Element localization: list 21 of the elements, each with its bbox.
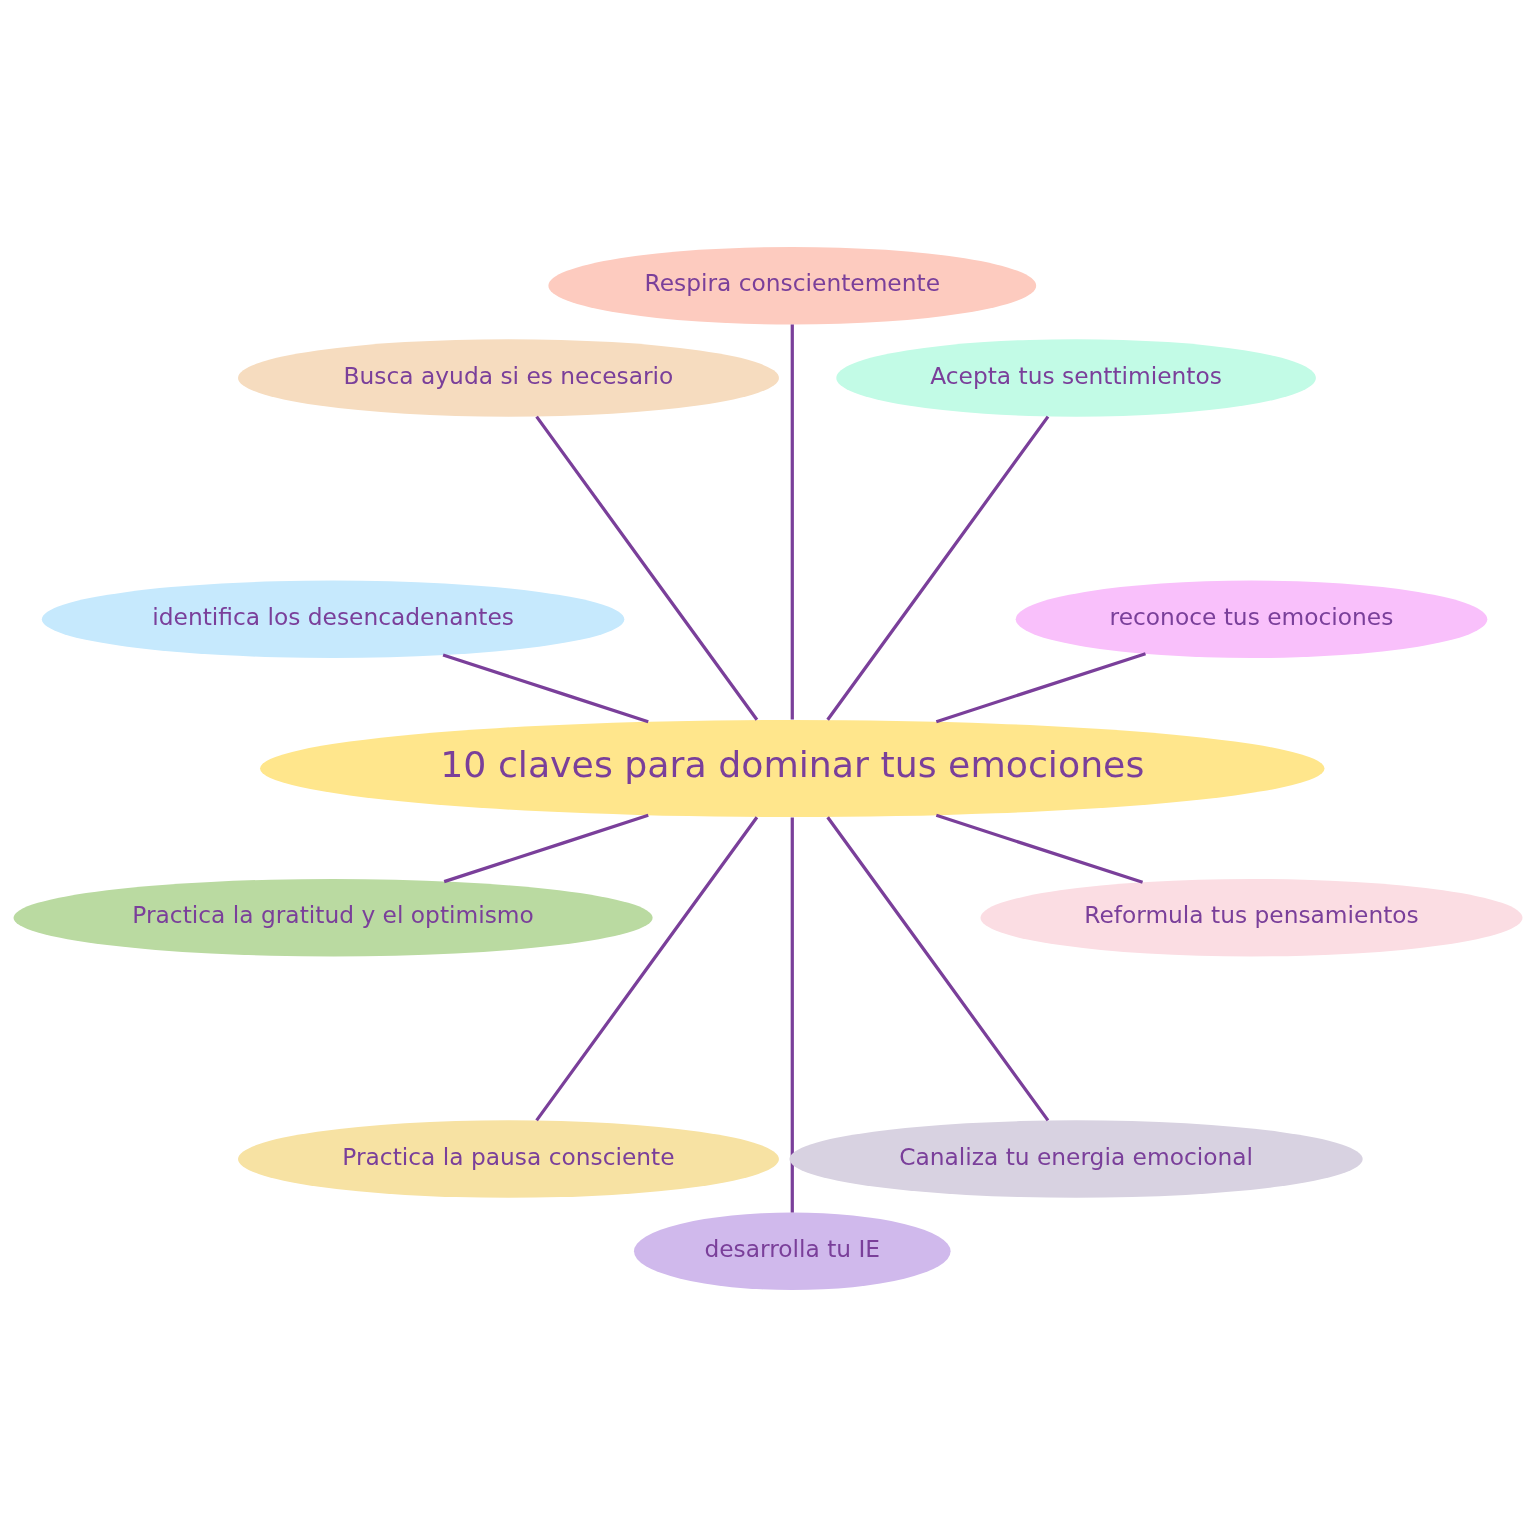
connector — [535, 815, 759, 1121]
node-ellipse: Canaliza tu energia emocional — [789, 1119, 1363, 1198]
node-ellipse: desarrolla tu IE — [633, 1212, 951, 1290]
connector — [826, 815, 1050, 1121]
node-ellipse: Practica la gratitud y el optimismo — [13, 878, 653, 956]
node-ellipse: reconoce tus emociones — [1015, 580, 1488, 658]
node-ellipse: Reformula tus pensamientos — [980, 878, 1523, 956]
connector — [442, 653, 649, 723]
node-ellipse: 10 claves para dominar tus emociones — [260, 719, 1325, 817]
node-ellipse: Acepta tus senttimientos — [836, 338, 1316, 417]
connector — [790, 323, 794, 720]
node-ellipse: Respira conscientemente — [548, 246, 1037, 324]
connector — [535, 415, 759, 721]
node-ellipse: identifica los desencadenantes — [41, 580, 625, 658]
connector — [826, 415, 1050, 721]
connector — [790, 816, 794, 1213]
connector — [935, 651, 1146, 723]
connector — [935, 813, 1144, 884]
connector — [443, 813, 649, 883]
node-ellipse: Practica la pausa consciente — [238, 1119, 779, 1198]
node-ellipse: Busca ayuda si es necesario — [238, 338, 779, 417]
